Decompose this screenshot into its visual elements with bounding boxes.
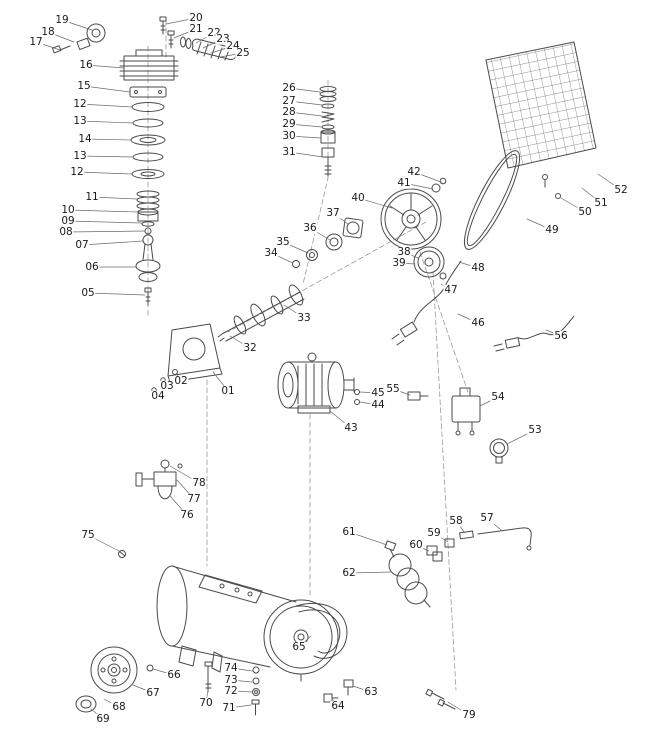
- wheel-drawing: [75, 646, 154, 713]
- regulator-drawing: [135, 459, 183, 500]
- tank-drawing: [156, 565, 348, 682]
- motor-drawing: [277, 352, 355, 414]
- bearing-seal-drawing: [292, 217, 364, 268]
- head-bolts-drawing: [159, 16, 175, 49]
- pressure-switch-drawing: [451, 387, 509, 464]
- belt-guard-drawing: [485, 41, 597, 199]
- axle-hardware-drawing: [204, 661, 260, 716]
- cylinder-head-drawing: [119, 49, 179, 98]
- connecting-rod-drawing: [135, 234, 161, 306]
- outlet-fittings-drawing: [426, 527, 532, 562]
- piston-assembly-drawing: [136, 190, 160, 235]
- pulley-drawing: [413, 246, 447, 280]
- crankshaft-drawing: [217, 284, 305, 342]
- power-cord-drawing: [391, 260, 575, 352]
- intake-filter-drawing: [51, 23, 106, 54]
- check-valve-drawing: [319, 86, 337, 177]
- handle-grip-drawing: [180, 36, 238, 61]
- hose-drawing: [384, 540, 431, 608]
- motor-fasteners-drawing: [354, 389, 429, 405]
- construction-lines: [147, 19, 469, 691]
- bolts-79-drawing: [425, 688, 456, 710]
- bolt-75-drawing: [118, 550, 126, 558]
- crankcase-drawing: [151, 323, 223, 393]
- drain-valve-drawing: [323, 679, 354, 703]
- flywheel-drawing: [380, 177, 447, 250]
